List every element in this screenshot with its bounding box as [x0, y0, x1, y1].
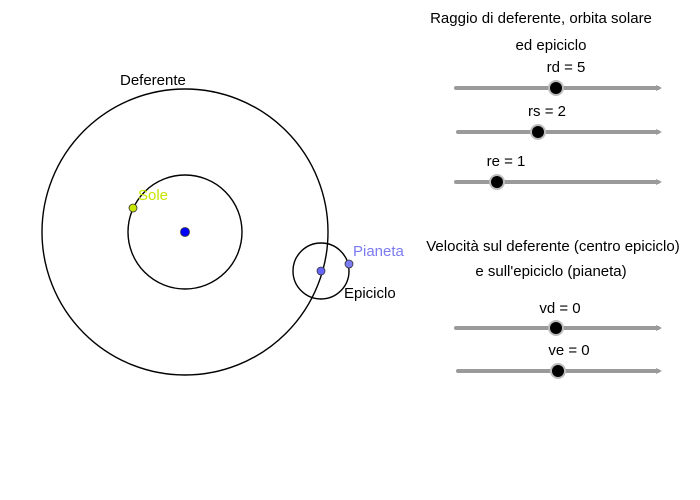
slider-re-arrow [656, 179, 662, 185]
speeds-panel: Velocità sul deferente (centro epiciclo)… [426, 238, 680, 379]
slider-rd-knob[interactable] [548, 80, 564, 96]
deferent-label: Deferente [120, 72, 186, 89]
radii-panel: Raggio di deferente, orbita solare ed ep… [430, 10, 662, 190]
speeds-heading-line2: e sull'epiciclo (pianeta) [475, 263, 626, 280]
radii-heading-line2: ed epiciclo [516, 37, 587, 54]
slider-ve-arrow [656, 368, 662, 374]
sun-point[interactable] [128, 203, 138, 213]
ptolemaic-diagram: Deferente Sole Pianeta Epiciclo [41, 72, 405, 376]
slider-vd[interactable]: vd = 0 [454, 300, 662, 336]
slider-re[interactable]: re = 1 [454, 153, 662, 190]
slider-vd-arrow [656, 325, 662, 331]
sun-label: Sole [138, 187, 168, 204]
earth-center-point[interactable] [180, 227, 190, 237]
radii-heading-line1: Raggio di deferente, orbita solare [430, 10, 652, 27]
slider-re-label: re = 1 [487, 153, 526, 170]
slider-rs-knob[interactable] [530, 124, 546, 140]
planet-label: Pianeta [353, 243, 405, 260]
slider-rd-label: rd = 5 [547, 59, 586, 76]
slider-rd[interactable]: rd = 5 [454, 59, 662, 96]
sun-orbit-circle [127, 174, 243, 290]
slider-rs-arrow [656, 129, 662, 135]
epicycle-label: Epiciclo [344, 285, 396, 302]
slider-ve-knob[interactable] [550, 363, 566, 379]
slider-re-knob[interactable] [489, 174, 505, 190]
slider-vd-knob[interactable] [548, 320, 564, 336]
deferent-circle [41, 88, 329, 376]
slider-vd-label: vd = 0 [539, 300, 580, 317]
planet-point[interactable] [344, 259, 354, 269]
slider-ve-label: ve = 0 [548, 342, 589, 359]
epicycle-circle [292, 242, 350, 300]
slider-ve[interactable]: ve = 0 [456, 342, 662, 379]
slider-rs-label: rs = 2 [528, 103, 566, 120]
slider-rs[interactable]: rs = 2 [456, 103, 662, 140]
epicycle-center-point[interactable] [316, 266, 326, 276]
speeds-heading-line1: Velocità sul deferente (centro epiciclo) [426, 238, 679, 255]
slider-rd-arrow [656, 85, 662, 91]
